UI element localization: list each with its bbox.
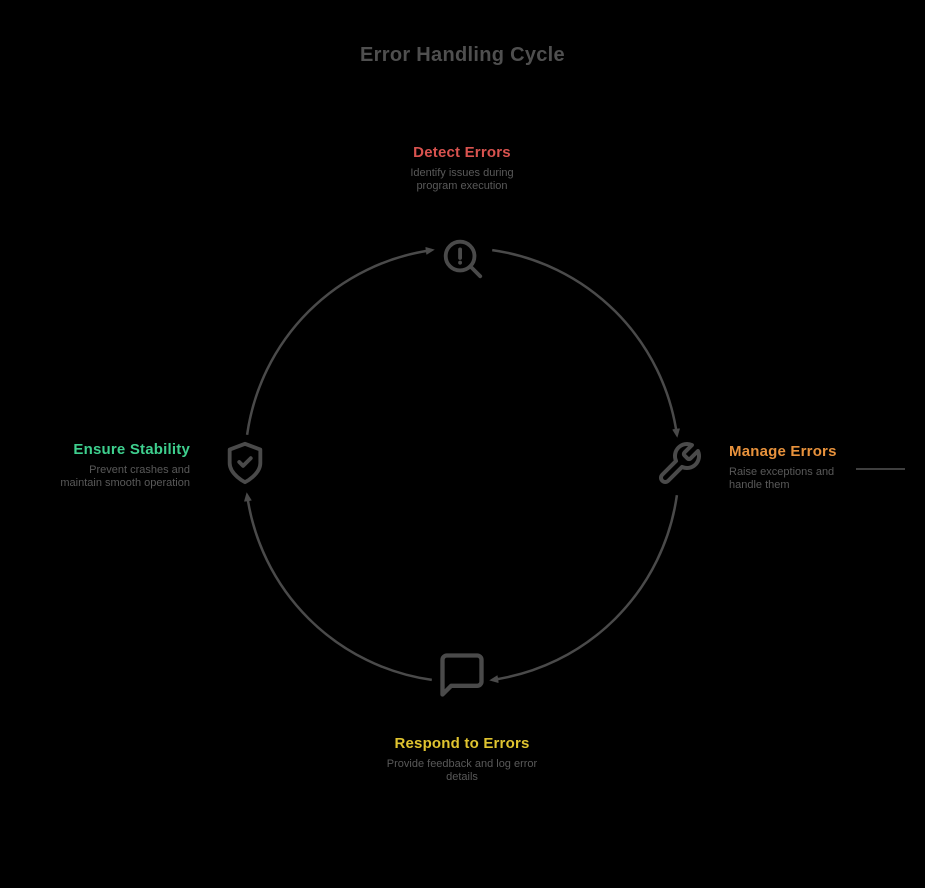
node-manage-errors: Manage Errors Raise exceptions and handl… [729,443,914,492]
node-respond-to-errors: Respond to Errors Provide feedback and l… [332,735,592,784]
cycle-arc-bottom-left [243,492,432,682]
node-ensure-stability-label: Ensure Stability [73,441,190,458]
wrench-icon [659,442,701,484]
node-detect-errors-label: Detect Errors [413,144,511,161]
page-title: Error Handling Cycle [360,44,565,66]
node-ensure-stability-description: Prevent crashes and maintain smooth oper… [60,464,190,489]
node-manage-errors-description: Raise exceptions and handle them [729,466,835,491]
node-respond-to-errors-label: Respond to Errors [394,735,530,752]
cycle-arc-top-right [492,248,681,438]
leader-line [856,468,905,470]
node-detect-errors: Detect Errors Identify issues during pro… [332,144,592,193]
node-detect-errors-description: Identify issues during program execution [410,167,514,192]
chat-bubble-icon [440,653,484,697]
magnifier-icon [443,239,483,279]
node-manage-errors-label: Manage Errors [729,443,837,460]
cycle-arc-left-top [245,246,435,435]
node-ensure-stability: Ensure Stability Prevent crashes and mai… [40,441,190,490]
cycle-arc-right-bottom [489,495,679,684]
shield-icon [227,441,263,485]
node-respond-to-errors-description: Provide feedback and log error details [386,758,538,783]
